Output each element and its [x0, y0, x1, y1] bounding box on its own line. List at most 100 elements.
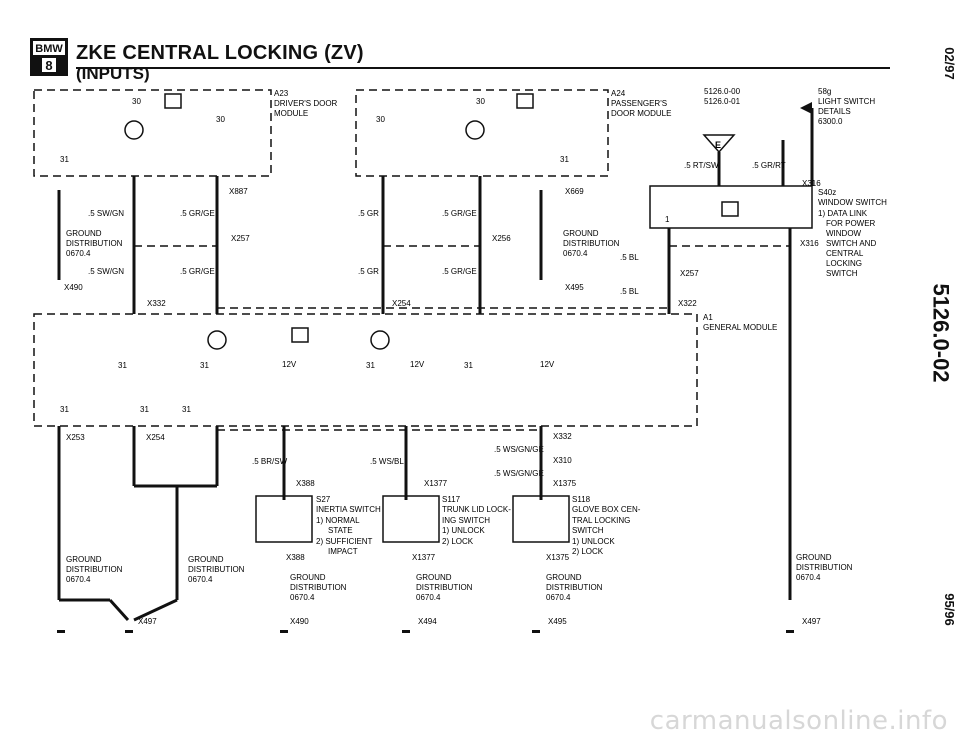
- svg-text:31: 31: [60, 405, 69, 414]
- ground-dist-3: GROUND DISTRIBUTION 0670.4: [290, 573, 347, 602]
- svg-text:.5 GR/GE: .5 GR/GE: [180, 209, 215, 218]
- svg-text:X257: X257: [680, 269, 699, 278]
- svg-text:GROUND: GROUND: [66, 229, 102, 238]
- svg-text:.5 WS/GN/GE: .5 WS/GN/GE: [494, 469, 544, 478]
- s118-box: [512, 495, 570, 543]
- s40z-module-icon: [721, 201, 739, 217]
- svg-text:31: 31: [118, 361, 127, 370]
- svg-text:0670.4: 0670.4: [563, 249, 588, 258]
- svg-text:X256: X256: [492, 234, 511, 243]
- svg-text:X253: X253: [66, 433, 85, 442]
- svg-text:DISTRIBUTION: DISTRIBUTION: [188, 565, 245, 574]
- svg-text:IMPACT: IMPACT: [328, 547, 358, 556]
- svg-text:0670.4: 0670.4: [546, 593, 571, 602]
- svg-text:12V: 12V: [410, 360, 425, 369]
- svg-text:DETAILS: DETAILS: [818, 107, 851, 116]
- logo-text: BMW: [35, 43, 63, 55]
- s40z-label: S40z WINDOW SWITCH 1) DATA LINK FOR POWE…: [818, 188, 887, 278]
- svg-text:DISTRIBUTION: DISTRIBUTION: [290, 583, 347, 592]
- svg-text:.5 BR/SW: .5 BR/SW: [252, 457, 288, 466]
- svg-text:DISTRIBUTION: DISTRIBUTION: [416, 583, 473, 592]
- svg-text:TRAL LOCKING: TRAL LOCKING: [572, 516, 630, 525]
- module-a23-box: [33, 89, 272, 177]
- svg-text:GENERAL MODULE: GENERAL MODULE: [703, 323, 777, 332]
- svg-text:X1377: X1377: [424, 479, 448, 488]
- svg-text:31: 31: [140, 405, 149, 414]
- svg-text:DISTRIBUTION: DISTRIBUTION: [546, 583, 603, 592]
- svg-text:30: 30: [216, 115, 225, 124]
- svg-text:X1377: X1377: [412, 553, 436, 562]
- a24-label: A24 PASSENGER'S DOOR MODULE: [611, 89, 671, 118]
- svg-text:ING SWITCH: ING SWITCH: [442, 516, 490, 525]
- svg-text:.5 GR/GE: .5 GR/GE: [180, 267, 215, 276]
- svg-text:DRIVER'S DOOR: DRIVER'S DOOR: [274, 99, 338, 108]
- svg-text:DISTRIBUTION: DISTRIBUTION: [66, 239, 123, 248]
- s117-box: [382, 495, 440, 543]
- svg-text:SWITCH: SWITCH: [572, 526, 604, 535]
- svg-text:X1375: X1375: [546, 553, 570, 562]
- svg-text:STATE: STATE: [328, 526, 353, 535]
- svg-text:8: 8: [45, 58, 52, 73]
- svg-text:INERTIA SWITCH: INERTIA SWITCH: [316, 505, 381, 514]
- svg-text:SWITCH AND: SWITCH AND: [826, 239, 876, 248]
- svg-text:FOR POWER: FOR POWER: [826, 219, 876, 228]
- svg-text:0670.4: 0670.4: [796, 573, 821, 582]
- ground-dist-5: GROUND DISTRIBUTION 0670.4: [546, 573, 603, 602]
- ground-dist-2: GROUND DISTRIBUTION 0670.4: [188, 555, 245, 584]
- svg-text:X497: X497: [138, 617, 157, 626]
- svg-text:30: 30: [132, 97, 141, 106]
- svg-text:DISTRIBUTION: DISTRIBUTION: [66, 565, 123, 574]
- svg-text:0670.4: 0670.4: [66, 575, 91, 584]
- wire-gr-rt: .5 GR/RT: [752, 161, 786, 170]
- svg-text:.5 SW/GN: .5 SW/GN: [88, 209, 124, 218]
- a23-label: A23 DRIVER'S DOOR MODULE: [274, 89, 338, 118]
- page-title: ZKE CENTRAL LOCKING (ZV): [76, 42, 364, 64]
- svg-text:A24: A24: [611, 89, 626, 98]
- s40z-pin-1: 1: [665, 215, 670, 224]
- svg-text:X316: X316: [800, 239, 819, 248]
- svg-text:X490: X490: [64, 283, 83, 292]
- side-label-top: 02/97: [942, 47, 958, 80]
- svg-text:GROUND: GROUND: [290, 573, 326, 582]
- svg-text:X332: X332: [147, 299, 166, 308]
- svg-text:31: 31: [560, 155, 569, 164]
- svg-text:0670.4: 0670.4: [416, 593, 441, 602]
- ref-labels: 5126.0-00 5126.0-01: [704, 87, 741, 106]
- svg-text:.5 SW/GN: .5 SW/GN: [88, 267, 124, 276]
- svg-text:X887: X887: [229, 187, 248, 196]
- side-label-bottom: 95/96: [942, 593, 958, 626]
- ground-dist-6: GROUND DISTRIBUTION 0670.4: [796, 553, 853, 582]
- svg-text:MODULE: MODULE: [274, 109, 308, 118]
- watermark: carmanualsonline.info: [649, 706, 948, 736]
- svg-text:30: 30: [476, 97, 485, 106]
- svg-text:5126.0-01: 5126.0-01: [704, 97, 741, 106]
- svg-text:1) NORMAL: 1) NORMAL: [316, 516, 360, 525]
- svg-text:.5 BL: .5 BL: [620, 253, 639, 262]
- svg-text:X495: X495: [548, 617, 567, 626]
- svg-text:31: 31: [464, 361, 473, 370]
- svg-text:S27: S27: [316, 495, 331, 504]
- svg-text:S118: S118: [572, 495, 591, 504]
- svg-text:X332: X332: [553, 432, 572, 441]
- svg-text:DISTRIBUTION: DISTRIBUTION: [563, 239, 620, 248]
- svg-text:X257: X257: [231, 234, 250, 243]
- svg-text:.5 WS/BL: .5 WS/BL: [370, 457, 404, 466]
- svg-text:X669: X669: [565, 187, 584, 196]
- svg-text:12V: 12V: [282, 360, 297, 369]
- s117-label: S117 TRUNK LID LOCK- ING SWITCH 1) UNLOC…: [442, 495, 511, 546]
- svg-text:1) UNLOCK: 1) UNLOCK: [442, 526, 485, 535]
- svg-text:X494: X494: [418, 617, 437, 626]
- svg-text:LOCKING: LOCKING: [826, 259, 862, 268]
- s27-box: [255, 495, 313, 543]
- svg-text:2) SUFFICIENT: 2) SUFFICIENT: [316, 537, 373, 546]
- module-a1-box: [33, 313, 698, 427]
- svg-text:GROUND: GROUND: [416, 573, 452, 582]
- svg-text:A1: A1: [703, 313, 713, 322]
- svg-text:LIGHT SWITCH: LIGHT SWITCH: [818, 97, 875, 106]
- svg-text:6300.0: 6300.0: [818, 117, 843, 126]
- svg-text:1) DATA LINK: 1) DATA LINK: [818, 209, 868, 218]
- s40z-box: [649, 185, 813, 229]
- svg-text:.5 WS/GN/GE: .5 WS/GN/GE: [494, 445, 544, 454]
- svg-text:X322: X322: [678, 299, 697, 308]
